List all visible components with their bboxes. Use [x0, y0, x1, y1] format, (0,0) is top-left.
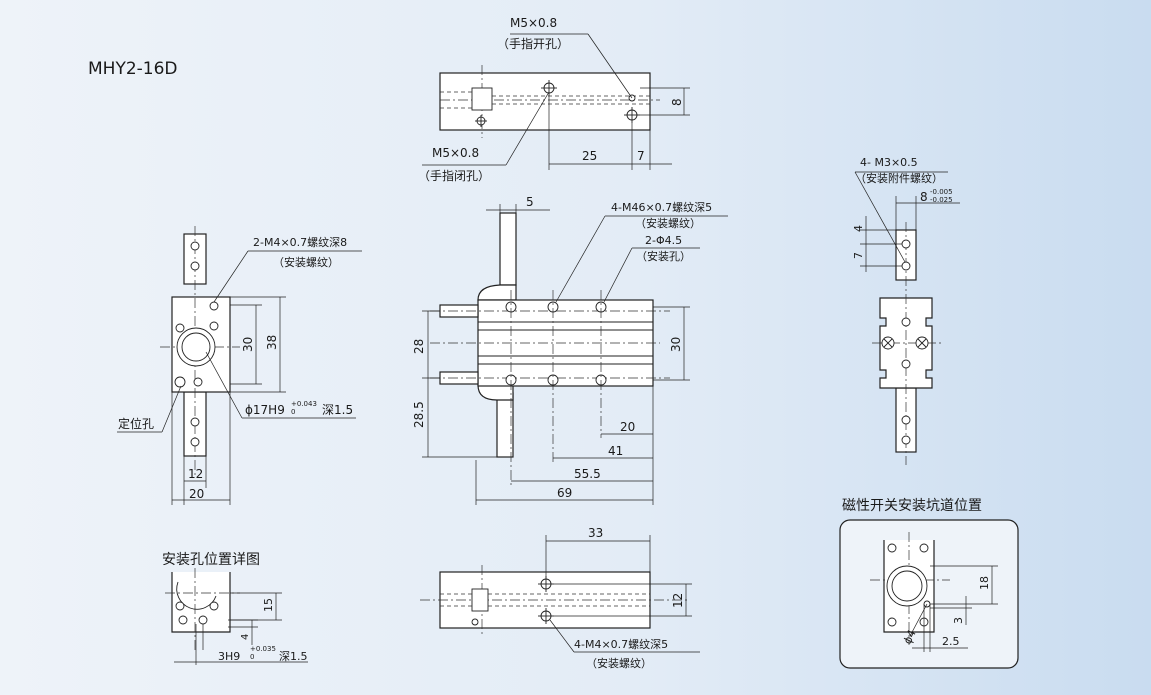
groove-dim-3: 3 — [952, 617, 965, 624]
left-view: 2-M4×0.7螺纹深8 （安装螺纹） 30 38 ϕ17H9 +0.043 0… — [117, 226, 362, 505]
front-thread-note: （安装螺纹） — [635, 216, 701, 230]
bottom-view: 33 12 4-M4×0.7螺纹深5 （安装螺纹） — [420, 526, 700, 670]
top-view: M5×0.8 （手指开孔） M5×0.8 （手指闭孔） 8 25 7 — [418, 16, 690, 183]
front-hole-spec: 2-Φ4.5 — [645, 234, 682, 247]
right-view: 4- M3×0.5 （安装附件螺纹） 8 -0.005 -0.025 4 7 — [852, 156, 960, 465]
close-hole-note: （手指闭孔） — [418, 168, 490, 183]
front-view: 5 4-M46×0.7螺纹深5 （安装螺纹） 2-Φ4.5 （安装孔） 28 2… — [412, 195, 728, 505]
front-dim-41: 41 — [608, 444, 623, 458]
front-dim-5: 5 — [526, 195, 534, 209]
front-dim-20: 20 — [620, 420, 635, 434]
close-hole-thread: M5×0.8 — [432, 146, 479, 160]
right-dim-7: 7 — [852, 252, 865, 259]
model-label: MHY2-16D — [88, 59, 178, 79]
detail-tol-upper: +0.035 — [250, 645, 276, 653]
bore-spec: ϕ17H9 — [245, 403, 285, 417]
detail-dim-15: 15 — [262, 598, 275, 612]
left-dim-38: 38 — [265, 335, 279, 350]
front-hole-note: （安装孔） — [636, 249, 691, 263]
groove-dim-18: 18 — [978, 576, 991, 590]
detail-hole-depth: 深1.5 — [279, 650, 308, 663]
groove-dim-phi4: ϕ4 — [901, 628, 919, 646]
top-dim-8: 8 — [670, 98, 684, 106]
detail-dim-4: 4 — [240, 634, 251, 640]
right-thread-note: （安装附件螺纹） — [855, 171, 943, 185]
front-thread-spec: 4-M46×0.7螺纹深5 — [611, 200, 712, 214]
bottom-dim-33: 33 — [588, 526, 603, 540]
left-dim-30: 30 — [241, 337, 255, 352]
right-dim-4: 4 — [852, 225, 865, 232]
right-dim-8-upper: -0.005 — [930, 188, 953, 196]
right-dim-8: 8 — [920, 190, 928, 204]
bore-tol-lower: 0 — [291, 408, 295, 416]
left-thread-note: （安装螺纹） — [273, 255, 339, 269]
open-hole-note: （手指开孔） — [497, 36, 569, 51]
detail-title: 安装孔位置详图 — [162, 552, 260, 568]
groove-dim-2-5: 2.5 — [942, 635, 960, 648]
right-dim-8-lower: -0.025 — [930, 196, 953, 204]
groove-title: 磁性开关安装坑道位置 — [842, 498, 982, 514]
bottom-dim-12: 12 — [671, 593, 685, 608]
top-dim-25: 25 — [582, 149, 597, 163]
left-dim-20: 20 — [189, 487, 204, 501]
top-dim-7: 7 — [637, 149, 645, 163]
bore-tol-upper: +0.043 — [291, 400, 317, 408]
left-thread-spec: 2-M4×0.7螺纹深8 — [253, 235, 347, 249]
open-hole-thread: M5×0.8 — [510, 16, 557, 30]
switch-groove-view: 磁性开关安装坑道位置 18 3 ϕ4 2.5 — [839, 498, 1019, 669]
left-dim-12: 12 — [188, 467, 203, 481]
detail-hole-spec: 3H9 — [218, 650, 240, 663]
front-dim-55-5: 55.5 — [574, 467, 601, 481]
right-thread-spec: 4- M3×0.5 — [860, 156, 918, 169]
front-dim-69: 69 — [557, 486, 572, 500]
front-dim-28: 28 — [412, 339, 426, 354]
front-dim-28-5: 28.5 — [412, 401, 426, 428]
mount-hole-detail: 安装孔位置详图 15 4 3H9 +0.035 0 深1.5 — [162, 552, 308, 665]
bore-depth: 深1.5 — [322, 403, 353, 417]
locating-hole: 定位孔 — [118, 416, 154, 431]
bottom-thread-note: （安装螺纹） — [586, 656, 652, 670]
bottom-thread-spec: 4-M4×0.7螺纹深5 — [574, 637, 668, 651]
detail-tol-lower: 0 — [250, 653, 254, 661]
front-dim-30: 30 — [669, 337, 683, 352]
